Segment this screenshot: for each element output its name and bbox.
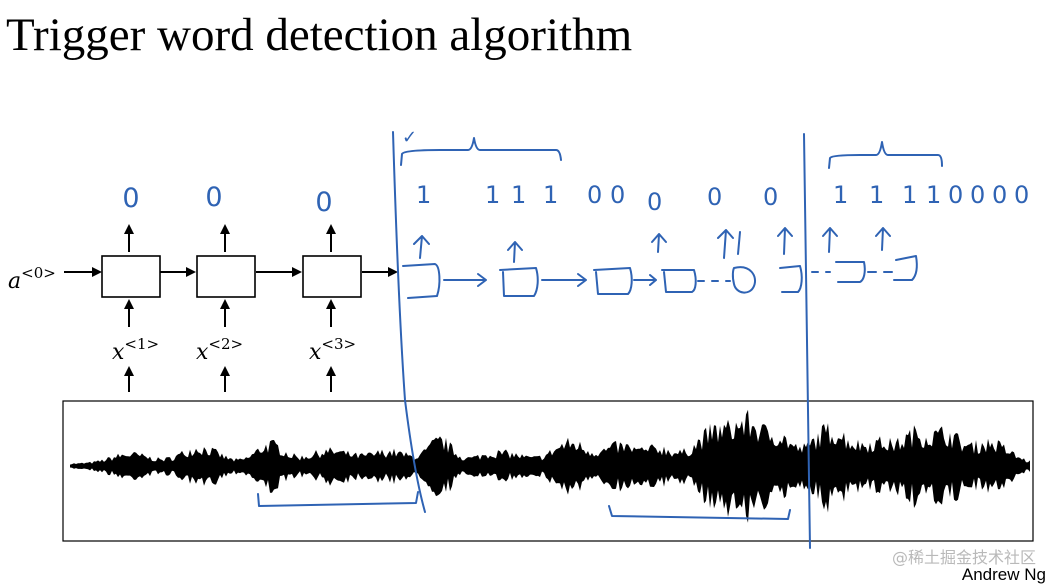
- author-name: Andrew Ng: [961, 565, 1046, 584]
- handwritten-label-16: 0: [992, 181, 1007, 209]
- handwritten-label-14: 0: [948, 181, 963, 209]
- rnn-cell-1: [101, 255, 161, 298]
- input-label-3: x<3>: [309, 335, 356, 365]
- audio-waveform: [70, 409, 1030, 523]
- handwritten-label-17: 0: [1014, 181, 1029, 209]
- handwritten-label-3: 1: [511, 181, 526, 209]
- handwritten-label-15: 0: [970, 181, 985, 209]
- input-symbol-2: x: [196, 340, 209, 365]
- handwritten-label-2: 1: [485, 181, 500, 209]
- handwritten-label-11: 1: [869, 181, 884, 209]
- handwritten-annotations: ✓ 1 1 1 1 0 0 0 0 0 1 1 1 1 0 0 0 0: [257, 127, 1029, 549]
- waveform-underline-1: [257, 491, 419, 507]
- input-label-1: x<1>: [112, 335, 159, 365]
- handwritten-label-10: 1: [833, 181, 848, 209]
- initial-activation-superscript: <0>: [21, 264, 56, 282]
- input-label-2: x<2>: [196, 335, 243, 365]
- hand-rnn-cell-6: [779, 265, 803, 293]
- hand-output-arrow-3: [651, 233, 667, 253]
- rnn-cell-3: [302, 255, 362, 298]
- hand-output-arrow-7: [875, 227, 891, 251]
- trigger-boundary-line-1: [392, 131, 426, 513]
- hand-rnn-cell-1: [402, 263, 441, 299]
- handwritten-label-9: 0: [763, 183, 778, 211]
- rnn-cell-2: [196, 255, 256, 298]
- trigger-boundary-line-2: [803, 133, 811, 549]
- hand-connect-1: [443, 273, 487, 287]
- handwritten-label-8: 0: [707, 183, 722, 211]
- hand-output-arrow-2: [507, 241, 523, 263]
- hand-rnn-cell-3: [593, 267, 633, 295]
- input-symbol-3: x: [309, 340, 322, 365]
- label-brace-1: [400, 137, 562, 166]
- hand-output-arrow-4: [717, 229, 741, 259]
- hand-rnn-cell-5: [731, 266, 756, 294]
- output-label-1: 0: [122, 183, 139, 214]
- label-brace-2: [828, 141, 943, 169]
- input-superscript-2: <2>: [208, 335, 243, 353]
- handwritten-label-4: 1: [543, 181, 558, 209]
- input-symbol-1: x: [112, 340, 125, 365]
- hand-rnn-cell-2: [499, 267, 539, 297]
- handwritten-label-12: 1: [902, 181, 917, 209]
- output-label-2: 0: [205, 182, 222, 213]
- handwritten-label-6: 0: [610, 181, 625, 209]
- handwritten-label-5: 0: [587, 181, 602, 209]
- initial-activation-symbol: a: [8, 269, 21, 294]
- hand-rnn-cell-8: [893, 255, 918, 281]
- waveform-underline-2: [608, 505, 791, 520]
- site-watermark: @稀土掘金技术社区: [891, 548, 1036, 567]
- handwritten-label-7: 0: [647, 188, 662, 216]
- hand-output-arrow-5: [777, 227, 793, 255]
- handwritten-label-13: 1: [926, 181, 941, 209]
- initial-activation-label: a<0>: [8, 264, 56, 294]
- hand-rnn-cell-4: [661, 269, 697, 293]
- hand-rnn-cell-7: [835, 261, 866, 283]
- trigger-check-mark: ✓: [402, 127, 417, 148]
- input-superscript-3: <3>: [321, 335, 356, 353]
- hand-output-arrow-1: [413, 235, 430, 259]
- hand-output-arrow-6: [822, 227, 838, 253]
- handwritten-label-1: 1: [416, 181, 431, 209]
- slide-title: Trigger word detection algorithm: [6, 9, 633, 61]
- hand-connect-3: [633, 274, 657, 286]
- input-superscript-1: <1>: [124, 335, 159, 353]
- hand-connect-2: [541, 273, 587, 287]
- output-label-3: 0: [315, 187, 332, 218]
